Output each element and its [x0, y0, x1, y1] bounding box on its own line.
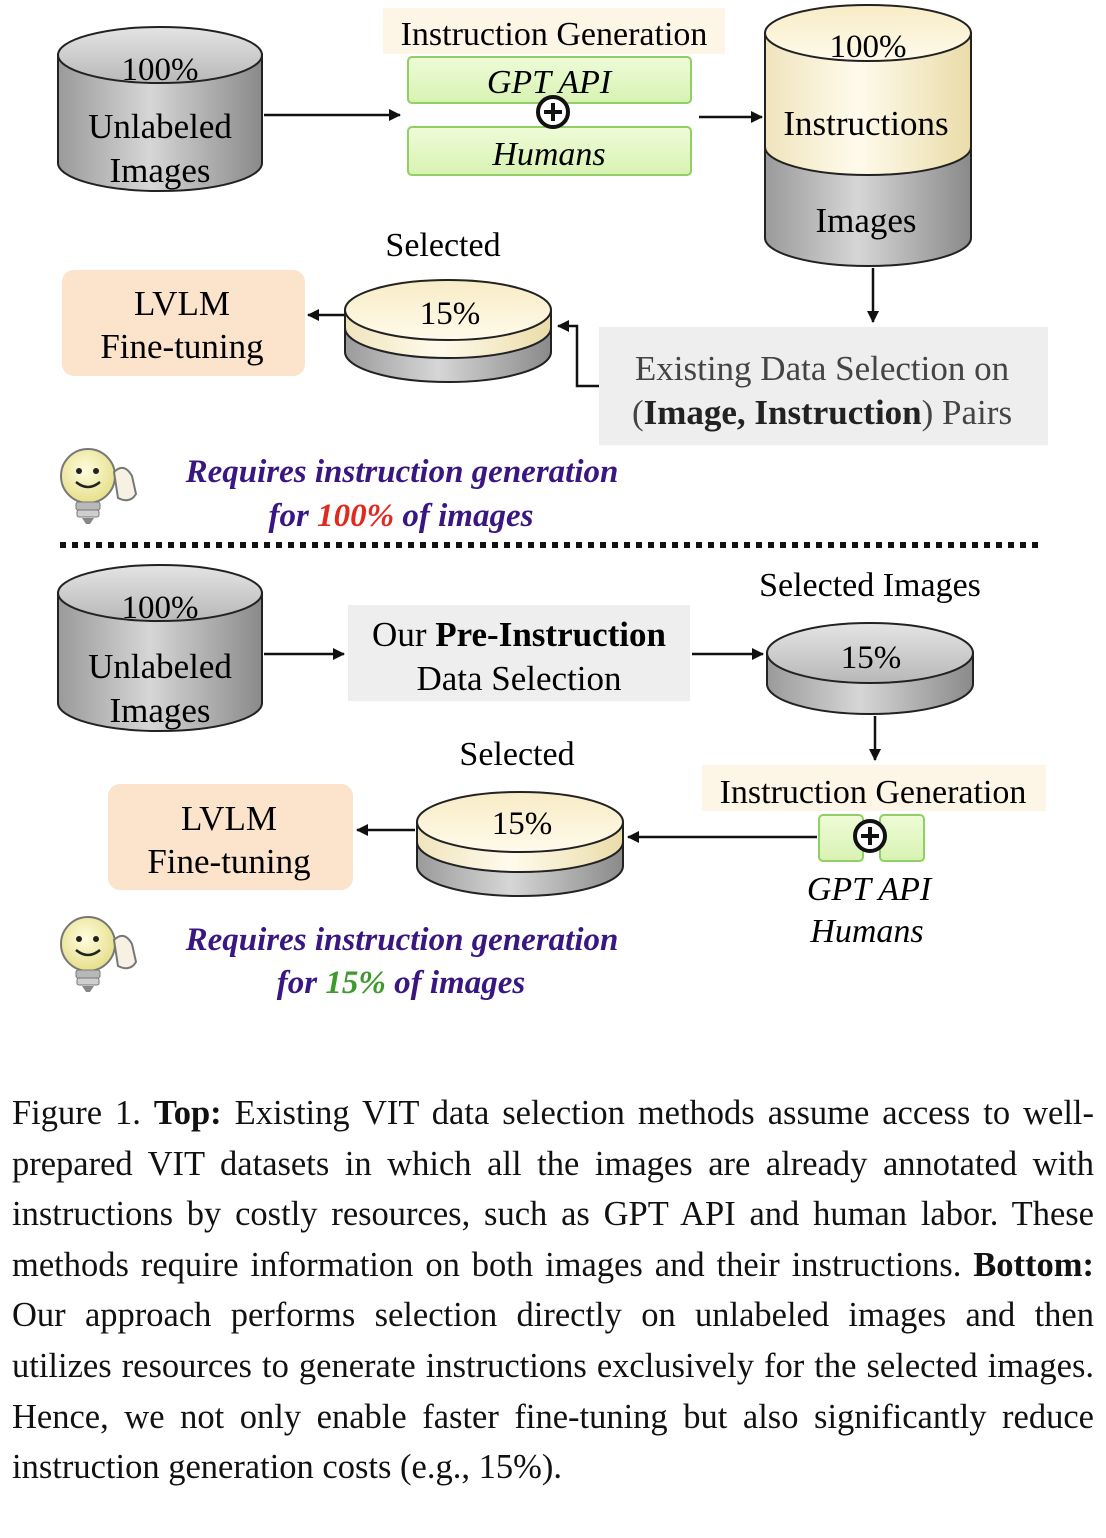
lvlm-line1: LVLM [134, 284, 230, 323]
humans-label-bottom: Humans [809, 913, 923, 950]
selected-images-percent: 15% [841, 640, 902, 676]
instruction-generation-top: Instruction Generation GPT API Humans [383, 8, 725, 176]
cost-note-bottom-line1: Requires instruction generation [185, 922, 619, 958]
instruction-generation-title: Instruction Generation [401, 16, 708, 53]
source-db-bottom-line2: Images [109, 691, 210, 730]
smiling-lightbulb-icon-bottom [60, 916, 138, 992]
cost-note-top-line2: for 100% of images [269, 498, 534, 534]
selected-label-bottom: Selected [459, 736, 574, 773]
lvlm-bottom-line1: LVLM [181, 799, 277, 838]
cost-note-bottom-line2: for 15% of images [277, 965, 525, 1001]
lvlm-finetuning-box-bottom: LVLM Fine-tuning [108, 784, 353, 890]
selected-percent-bottom: 15% [492, 806, 553, 842]
selected-label-top: Selected [385, 227, 500, 264]
existing-selection-line1: Existing Data Selection on [635, 349, 1009, 388]
plus-icon [853, 819, 887, 853]
caption-top-text: Existing VIT data selection methods assu… [12, 1094, 1094, 1284]
instructions-images-database: 100% Instructions Images [764, 4, 972, 267]
selected-15-disk-bottom: 15% [416, 791, 624, 897]
selected-percent-top: 15% [420, 296, 481, 332]
existing-data-selection-panel: Existing Data Selection on (Image, Instr… [599, 327, 1048, 445]
lvlm-bottom-line2: Fine-tuning [147, 842, 310, 881]
source-db-bottom-line1: Unlabeled [88, 647, 232, 686]
selected-images-disk: 15% [766, 622, 974, 715]
target-db-instructions: Instructions [783, 104, 948, 143]
gpt-api-label: GPT API [487, 64, 613, 101]
instruction-generation-bottom: Instruction Generation GPT API Humans [702, 765, 1046, 950]
caption-bottom-text: Our approach performs selection directly… [12, 1296, 1094, 1487]
humans-label: Humans [491, 136, 605, 173]
cost-note-top: Requires instruction generation for 100%… [185, 454, 619, 534]
caption-label: Figure 1. [12, 1094, 154, 1132]
source-db-percent-bottom: 100% [122, 590, 199, 626]
source-db-label-line1: Unlabeled [88, 107, 232, 146]
pre-instruction-line2: Data Selection [416, 659, 621, 698]
pre-instruction-selection-panel: Our Pre-Instruction Data Selection [348, 605, 690, 701]
lvlm-line2: Fine-tuning [100, 327, 263, 366]
target-db-percent: 100% [830, 29, 907, 65]
source-db-label-line2: Images [109, 151, 210, 190]
source-db-percent: 100% [122, 52, 199, 88]
arrow-existing-to-selected [557, 320, 599, 388]
cost-note-bottom: Requires instruction generation for 15% … [185, 922, 619, 1001]
unlabeled-images-database-bottom: 100% Unlabeled Images [57, 564, 263, 732]
smiling-lightbulb-icon-top [60, 448, 138, 524]
figure-caption: Figure 1. Top: Existing VIT data selecti… [12, 1088, 1094, 1493]
caption-top-label: Top: [153, 1094, 222, 1132]
caption-bottom-label: Bottom: [973, 1245, 1094, 1284]
existing-selection-line2: (Image, Instruction) Pairs [632, 393, 1012, 432]
target-db-images: Images [815, 201, 916, 240]
instruction-generation-title-bottom: Instruction Generation [720, 774, 1027, 811]
figure-1-diagram: 100% Unlabeled Images Instruction Genera… [57, 4, 1048, 1001]
unlabeled-images-database-top: 100% Unlabeled Images [57, 26, 263, 192]
gpt-api-label-bottom: GPT API [807, 871, 933, 908]
selected-15-disk-top: 15% [344, 279, 552, 383]
plus-icon [536, 95, 570, 129]
cost-note-top-line1: Requires instruction generation [185, 454, 619, 490]
lvlm-finetuning-box-top: LVLM Fine-tuning [62, 270, 305, 376]
selected-images-label: Selected Images [759, 567, 981, 604]
pre-instruction-line1: Our Pre-Instruction [372, 615, 666, 654]
